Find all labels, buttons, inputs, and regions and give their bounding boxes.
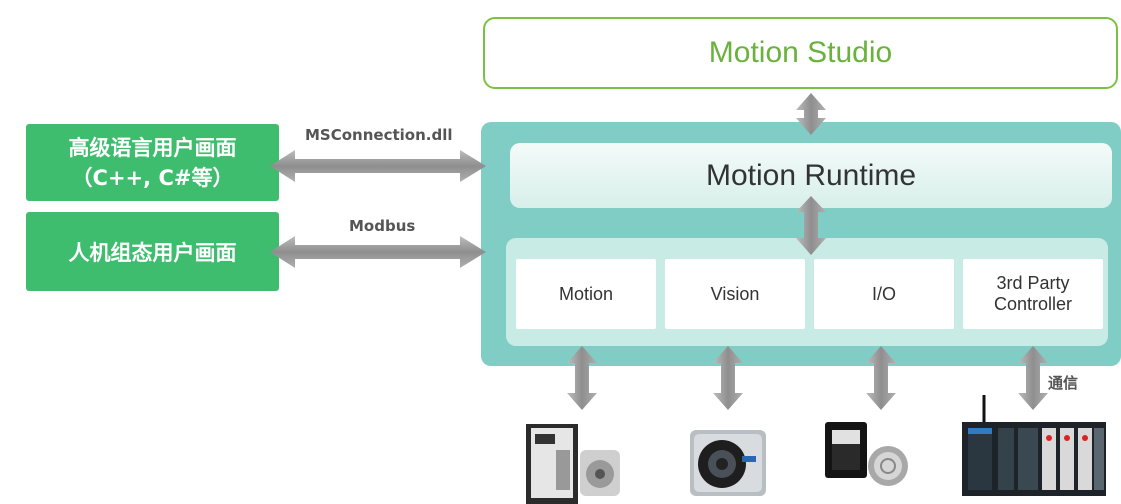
hmi-config-ui-box: 人机组态用户画面: [26, 212, 279, 291]
modbus-label: Modbus: [349, 217, 416, 235]
module-3rd-party-label: 3rd Party Controller: [993, 273, 1073, 314]
device-arrow-vision: [713, 346, 743, 410]
high-level-language-ui-label: 高级语言用户画面 （C++, C#等）: [68, 135, 237, 190]
module-io-label: I/O: [871, 283, 896, 304]
module-vision-label: Vision: [710, 283, 760, 304]
msconnection-label: MSConnection.dll: [305, 126, 453, 144]
motion-runtime-label: Motion Runtime: [705, 158, 917, 192]
comm-label: 通信: [1048, 374, 1079, 392]
runtime-modules-arrow: [796, 196, 826, 255]
device-arrow-motion: [567, 346, 597, 410]
module-vision: Vision: [665, 259, 805, 329]
industrial-camera-image: [690, 430, 766, 496]
msconnection-arrow: [270, 150, 486, 182]
module-3rd-party-controller: 3rd Party Controller: [963, 259, 1103, 329]
module-motion: Motion: [516, 259, 656, 329]
hmi-config-ui-label: 人机组态用户画面: [68, 240, 237, 265]
modbus-arrow: [270, 236, 486, 268]
motion-studio-box: Motion Studio: [483, 17, 1118, 89]
servo-drive-motor-image: [526, 424, 620, 504]
device-arrow-io: [866, 346, 896, 410]
device-arrow-controller: [1018, 346, 1048, 410]
studio-runtime-arrow: [796, 93, 826, 135]
module-motion-label: Motion: [558, 283, 614, 304]
motion-studio-label: Motion Studio: [708, 36, 893, 69]
plc-controller-image: [962, 395, 1106, 496]
high-level-language-ui-box: 高级语言用户画面 （C++, C#等）: [26, 124, 279, 201]
module-io: I/O: [814, 259, 954, 329]
switches-image: [825, 422, 908, 486]
